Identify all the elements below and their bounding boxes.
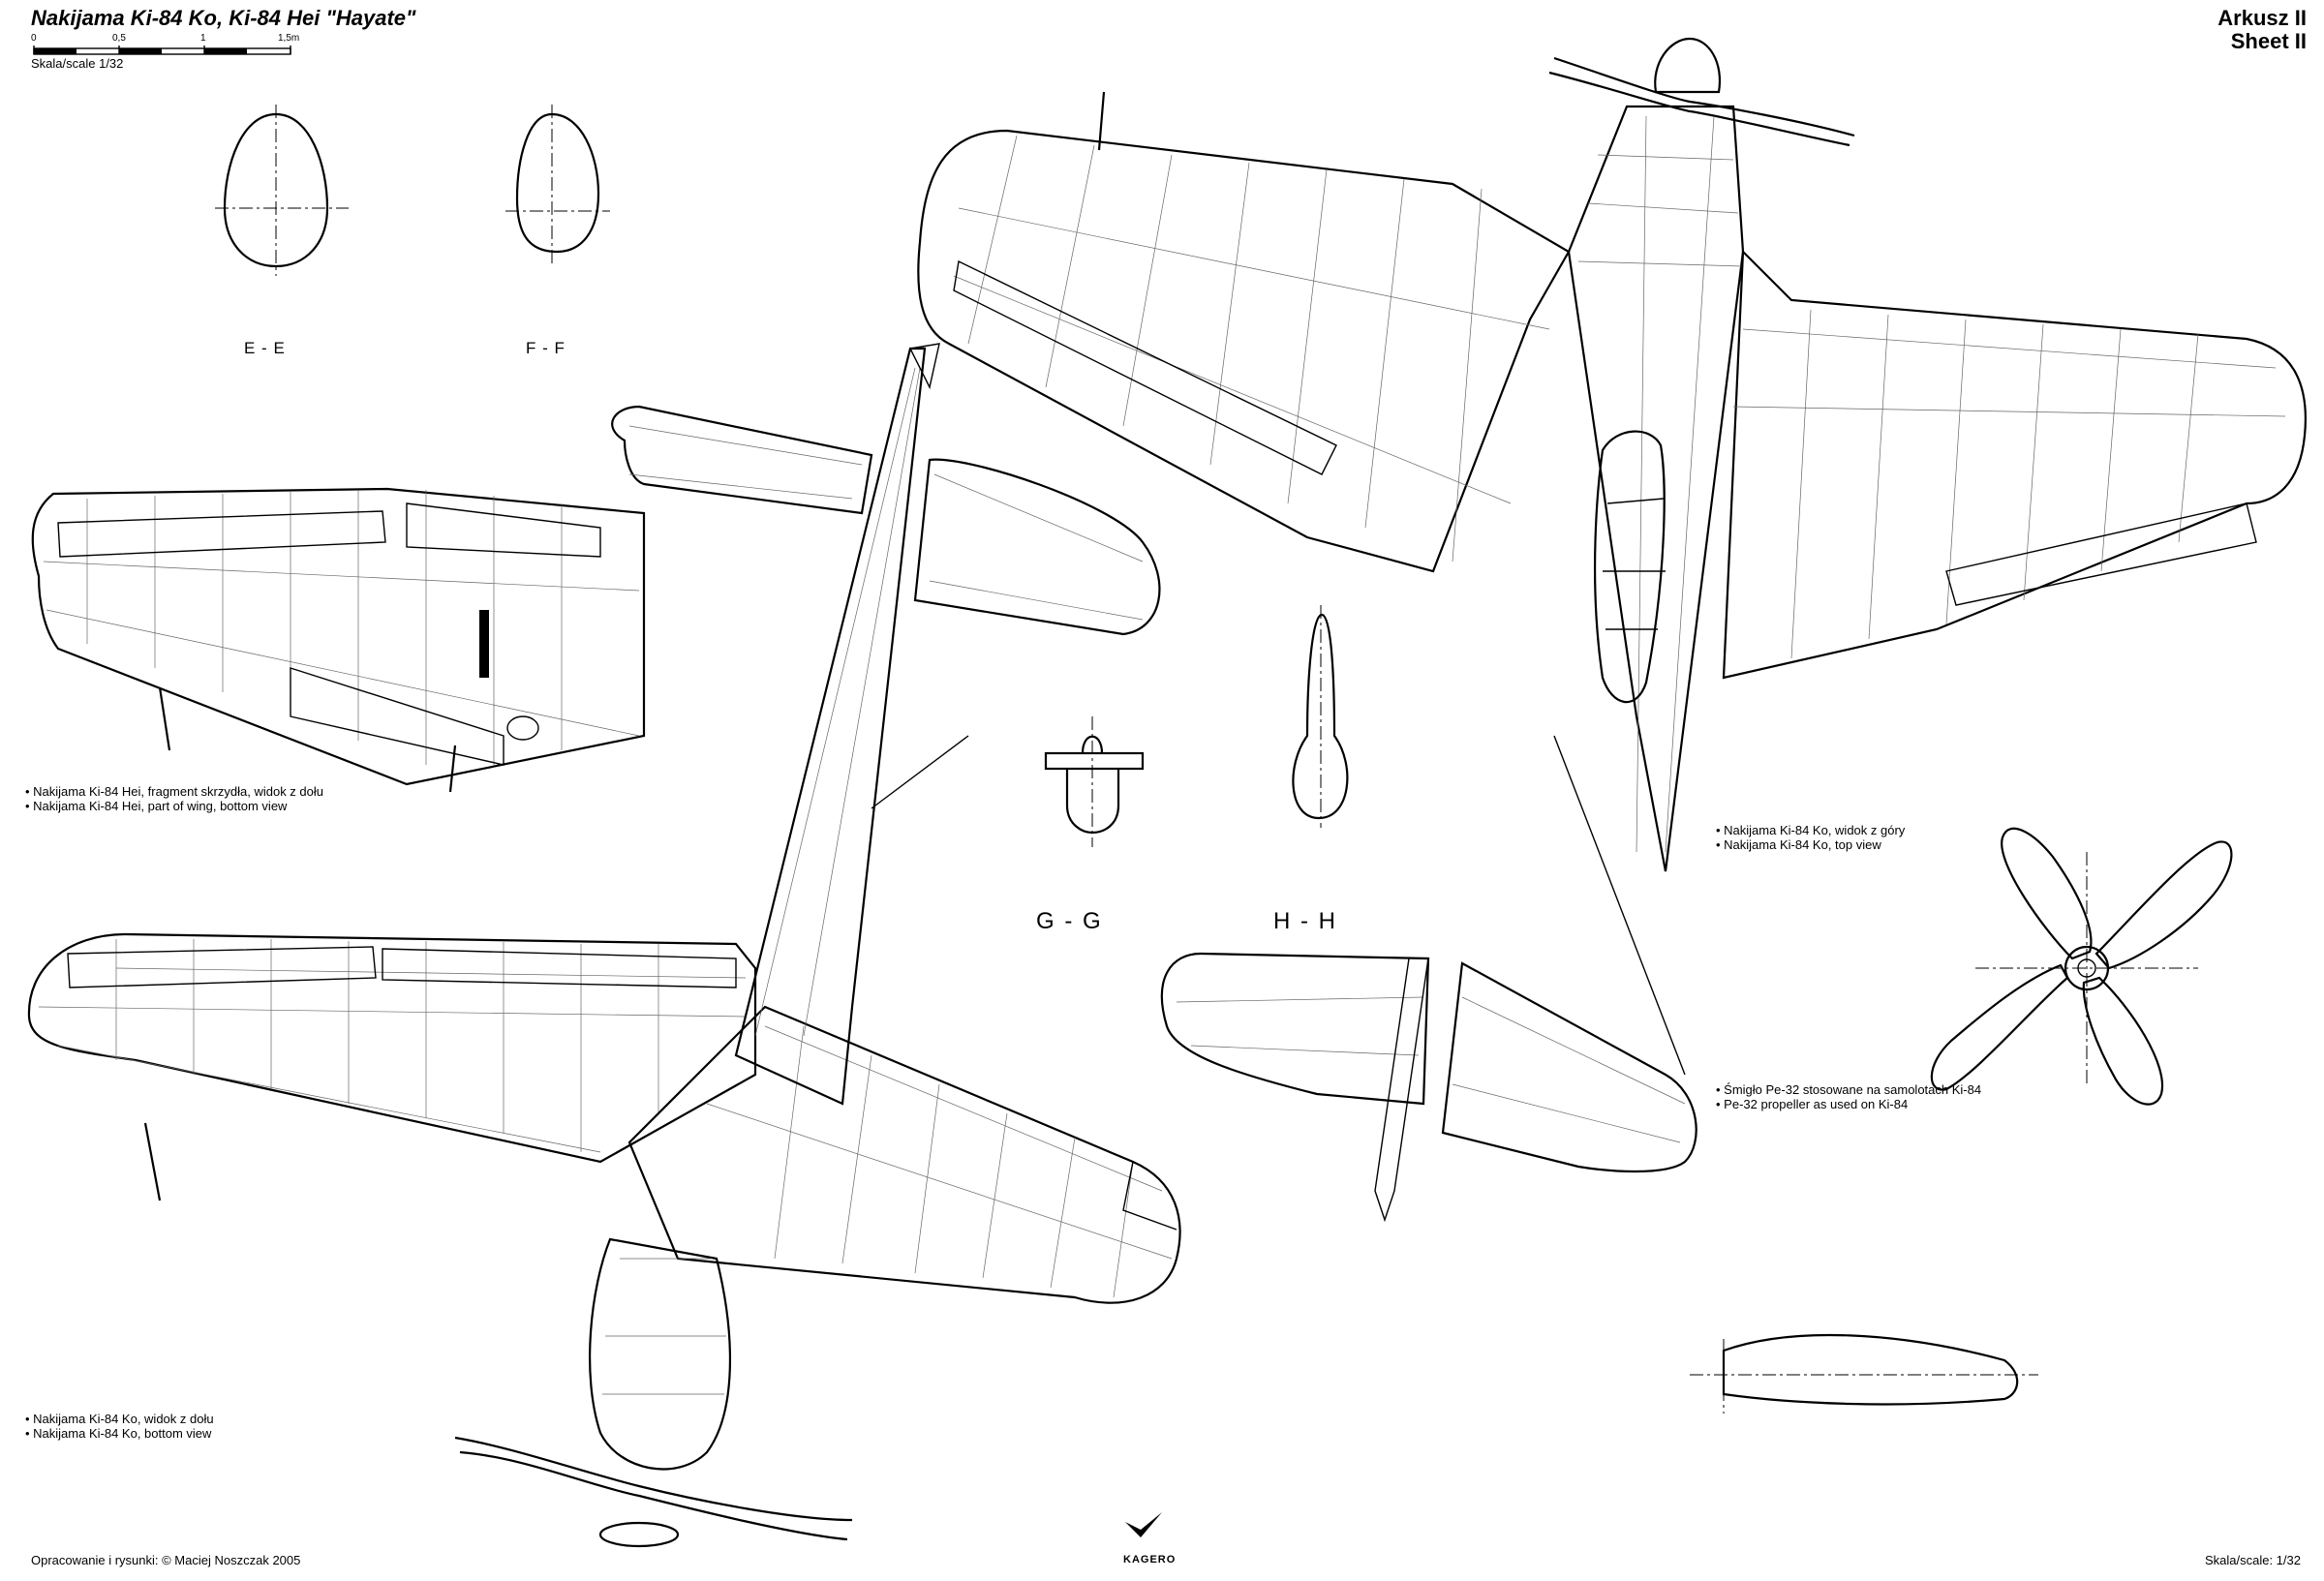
caption-propeller-en: • Pe-32 propeller as used on Ki-84 <box>1716 1097 1909 1111</box>
section-label-ff: F - F <box>526 339 566 357</box>
section-hh-drawing <box>1292 605 1349 828</box>
sheet-label-pl: Arkusz II <box>2217 6 2307 30</box>
caption-bottom-view-en: • Nakijama Ki-84 Ko, bottom view <box>25 1426 212 1441</box>
sheet-title: Nakijama Ki-84 Ko, Ki-84 Hei "Hayate" <box>31 6 416 30</box>
section-ee-drawing <box>215 105 349 276</box>
scale-tick-05: 0,5 <box>112 33 126 44</box>
scale-caption: Skala/scale 1/32 <box>31 56 124 71</box>
caption-bottom-view-pl: • Nakijama Ki-84 Ko, widok z dołu <box>25 1412 214 1426</box>
blade-profile-drawing <box>1690 1333 2038 1414</box>
scale-tick-15: 1,5m <box>278 33 300 44</box>
wing-fragment-bottom-view <box>31 487 646 793</box>
section-ff-drawing <box>505 105 610 263</box>
section-label-hh: H - H <box>1273 908 1337 934</box>
footer-scale: Skala/scale: 1/32 <box>2204 1553 2301 1567</box>
caption-top-view-pl: • Nakijama Ki-84 Ko, widok z góry <box>1716 823 1906 837</box>
caption-top-view-en: • Nakijama Ki-84 Ko, top view <box>1716 837 1881 852</box>
sheet-label-en: Sheet II <box>2230 29 2307 53</box>
footer-credits: Opracowanie i rysunki: © Maciej Noszczak… <box>31 1553 301 1567</box>
scale-tick-1: 1 <box>200 33 206 44</box>
propeller-drawing <box>1930 827 2233 1106</box>
section-label-gg: G - G <box>1036 908 1103 934</box>
scale-bar <box>33 46 291 55</box>
caption-propeller-pl: • Śmigło Pe-32 stosowane na samolotach K… <box>1716 1082 1982 1097</box>
scale-tick-0: 0 <box>31 33 37 44</box>
caption-wing-fragment-pl: • Nakijama Ki-84 Hei, fragment skrzydła,… <box>25 784 324 799</box>
top-view-aircraft <box>917 37 2307 1223</box>
section-label-ee: E - E <box>244 339 286 357</box>
kagero-logo-icon <box>1125 1512 1162 1537</box>
footer-publisher: KAGERO <box>1123 1554 1177 1566</box>
section-gg-drawing <box>1044 716 1145 847</box>
bottom-view-aircraft <box>27 343 1181 1548</box>
caption-wing-fragment-en: • Nakijama Ki-84 Hei, part of wing, bott… <box>25 799 288 813</box>
